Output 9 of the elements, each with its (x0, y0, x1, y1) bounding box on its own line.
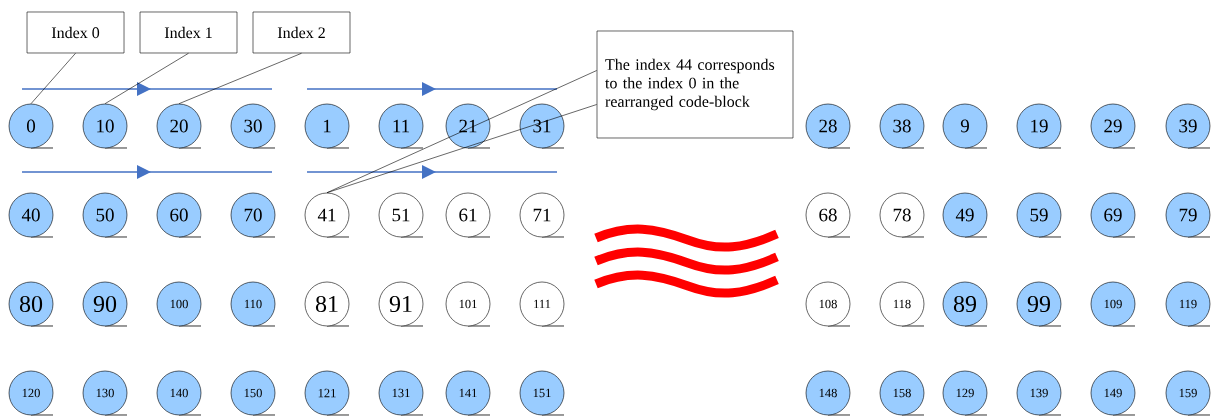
callout-box: The index 44 corresponds to the index 0 in the rearranged code-block (596, 30, 794, 139)
leader-line (326, 104, 597, 193)
leader-line (326, 70, 597, 193)
leader-line (104, 53, 189, 104)
leader-line (30, 53, 76, 104)
index-box: Index 0 (26, 11, 125, 54)
index-box: Index 2 (252, 11, 351, 54)
index-box: Index 1 (139, 11, 238, 54)
leader-line (178, 53, 302, 104)
